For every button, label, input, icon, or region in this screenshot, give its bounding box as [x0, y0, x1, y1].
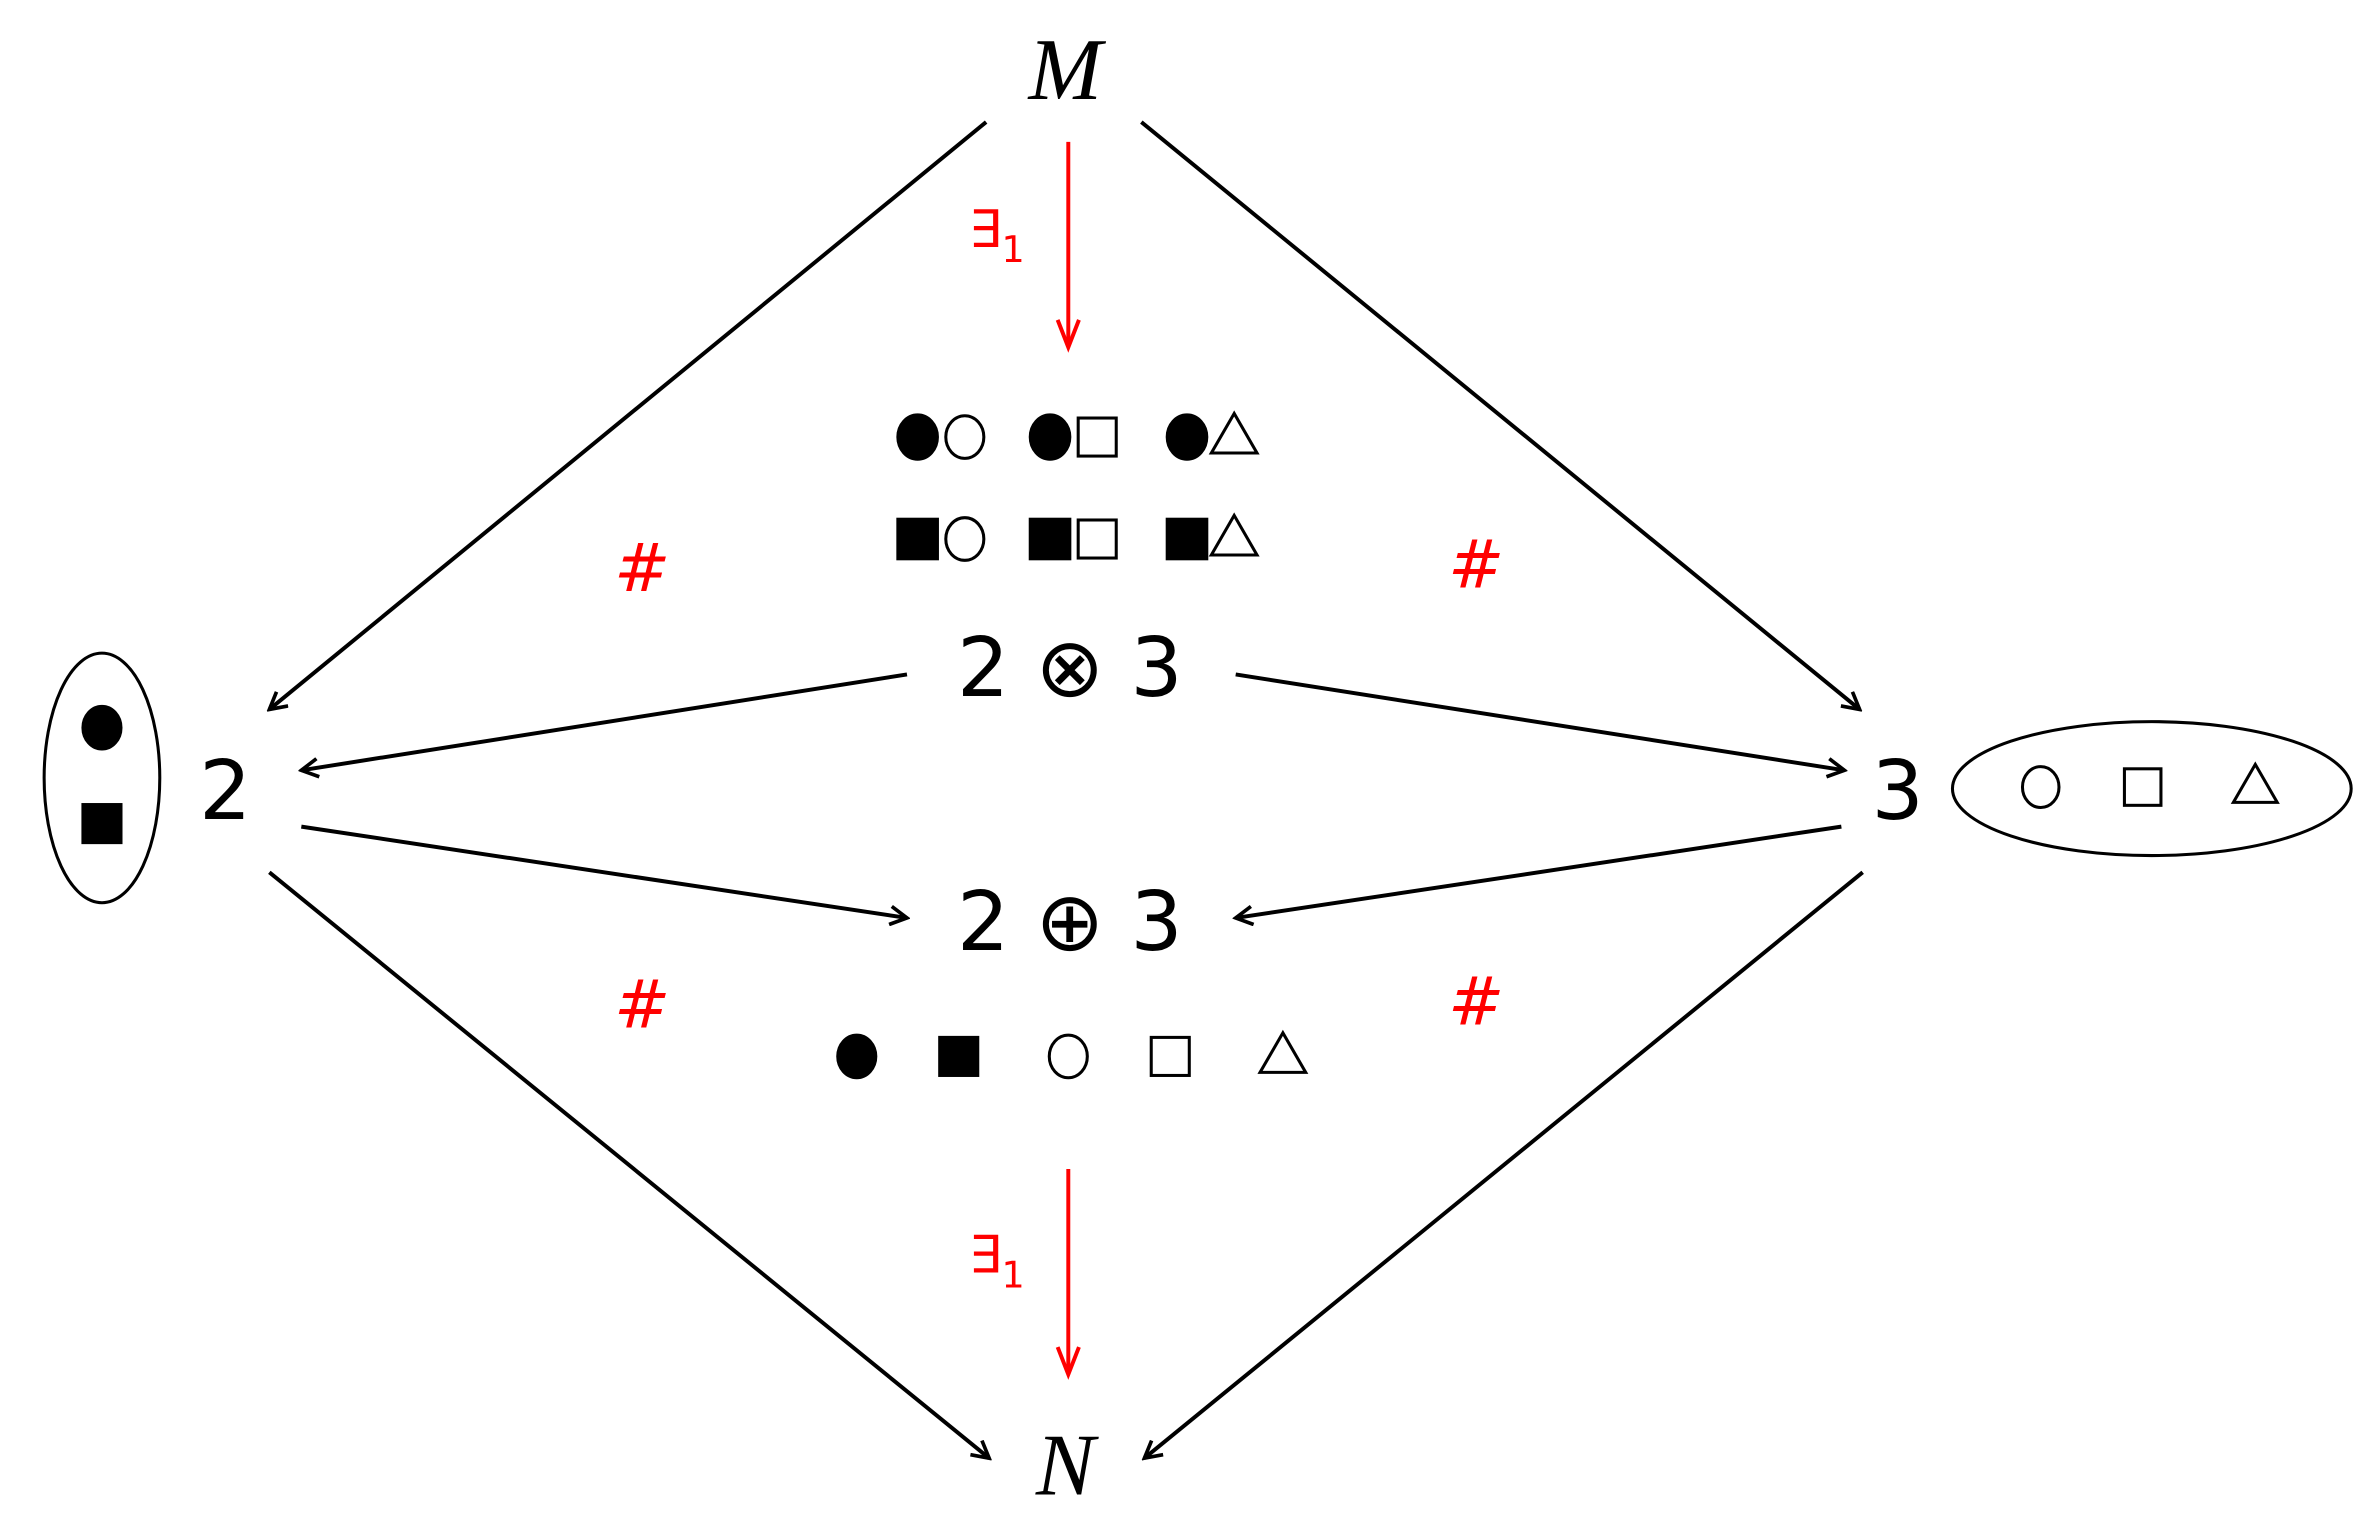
circle-icon — [2020, 765, 2061, 810]
left-set-ellipse — [42, 651, 162, 905]
node-product: 2 ⊗ 3 — [957, 621, 1183, 716]
triangle-icon — [1208, 512, 1260, 557]
circle-icon — [944, 414, 986, 460]
square-icon — [2122, 767, 2163, 807]
circle-icon — [1047, 1033, 1089, 1080]
filled-circle-icon — [1028, 413, 1072, 461]
node-coproduct: 2 ⊕ 3 — [957, 875, 1183, 970]
arrow-m-to-3 — [1140, 120, 1859, 709]
filled-square-icon — [938, 1035, 980, 1077]
arrow-product-to-3 — [1235, 672, 1845, 770]
arrow-2-to-coproduct — [301, 824, 907, 918]
exists-label-bottom: ∃1 — [969, 1226, 1025, 1297]
filled-circle-icon — [1165, 413, 1209, 461]
node-m: M — [1026, 21, 1106, 119]
filled-square-icon — [81, 803, 123, 845]
arrow-3-to-n — [1144, 870, 1864, 1458]
arrow-3-to-coproduct — [1236, 824, 1842, 918]
square-icon — [1076, 518, 1118, 560]
triangle-icon — [2230, 761, 2280, 804]
exists-label-top: ∃1 — [969, 200, 1025, 271]
right-set-ellipse — [1950, 720, 2353, 858]
square-icon — [1076, 416, 1118, 458]
set-elements — [81, 410, 2280, 1080]
arrow-m-to-2 — [269, 120, 988, 709]
triangle-icon — [1208, 410, 1260, 455]
not-unique-mark-bottom-left: # — [614, 966, 670, 1044]
filled-square-icon — [1028, 517, 1072, 561]
filled-circle-icon — [836, 1033, 878, 1080]
triangle-icon — [1257, 1029, 1309, 1074]
unique-arrow-bottom — [1055, 1169, 1081, 1380]
filled-circle-icon — [81, 704, 123, 751]
arrow-2-to-n — [268, 870, 989, 1458]
not-unique-mark-bottom-right: # — [1448, 962, 1504, 1040]
not-unique-mark-top-left: # — [614, 529, 670, 607]
node-3: 3 — [1872, 744, 1924, 839]
filled-circle-icon — [896, 413, 939, 461]
unique-arrow-top — [1055, 141, 1081, 353]
not-unique-mark-top-right: # — [1448, 526, 1504, 604]
arrow-product-to-2 — [301, 672, 908, 770]
filled-square-icon — [896, 517, 939, 561]
circle-icon — [944, 516, 986, 562]
filled-square-icon — [1165, 517, 1209, 561]
square-icon — [1149, 1035, 1191, 1077]
node-n: N — [1035, 1417, 1099, 1515]
node-2: 2 — [199, 744, 251, 839]
